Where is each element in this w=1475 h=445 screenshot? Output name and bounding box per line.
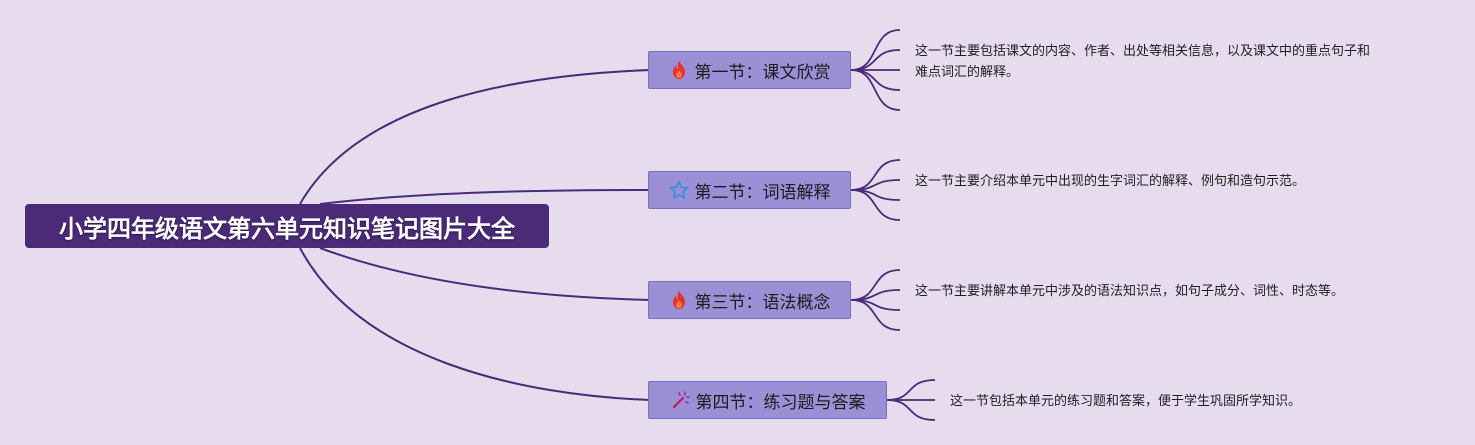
section-2-description: 这一节主要介绍本单元中出现的生字词汇的解释、例句和造句示范。	[915, 174, 1306, 189]
root-topic[interactable]: 小学四年级语文第六单元知识笔记图片大全	[25, 204, 549, 248]
section-1-node[interactable]: 第一节：课文欣赏	[648, 51, 851, 89]
connector-root-section-2	[319, 189, 651, 205]
section-1-description: 这一节主要包括课文的内容、作者、出处等相关信息，以及课文中的重点句子和 难点词汇…	[915, 44, 1371, 80]
section-2-node[interactable]: 第二节：词语解释	[648, 171, 851, 209]
star-outline-icon	[669, 180, 689, 200]
section-2-label: 第二节：词语解释	[694, 182, 831, 203]
connector-root-section-3	[319, 247, 651, 301]
section-4-description: 这一节包括本单元的练习题和答案，便于学生巩固所学知识。	[950, 394, 1302, 409]
fire-icon	[669, 290, 689, 310]
fire-icon	[669, 60, 689, 80]
connector-root-section-4	[299, 247, 651, 401]
section-3-node[interactable]: 第三节：语法概念	[648, 281, 851, 319]
root-topic-label: 小学四年级语文第六单元知识笔记图片大全	[59, 214, 515, 243]
section-3-label: 第三节：语法概念	[694, 292, 831, 313]
section-4-node[interactable]: 第四节：练习题与答案	[648, 381, 887, 419]
section-4-label: 第四节：练习题与答案	[695, 392, 866, 413]
section-3-description: 这一节主要讲解本单元中涉及的语法知识点，如句子成分、词性、时态等。	[915, 284, 1345, 299]
connector-root-section-1	[299, 69, 651, 205]
sparkle-wand-icon	[670, 390, 690, 410]
section-1-label: 第一节：课文欣赏	[694, 62, 831, 83]
